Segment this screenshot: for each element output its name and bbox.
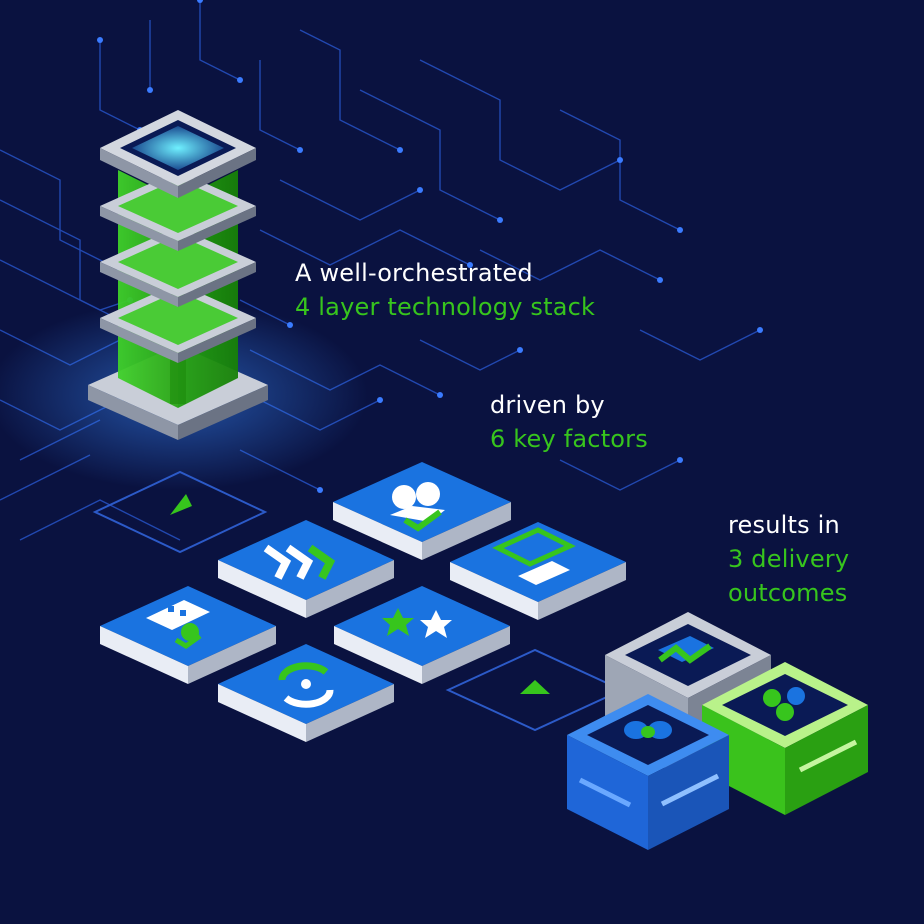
green-box-slot — [798, 739, 858, 773]
factor-tile-building — [100, 586, 276, 684]
factor-tile-user — [333, 462, 511, 560]
wave-chart-icon — [658, 636, 714, 664]
building-check-icon — [146, 600, 210, 649]
stack-caption-line2: 4 layer technology stack — [295, 293, 596, 321]
arrow-marker-right — [520, 680, 550, 694]
stack-layer-2 — [100, 227, 256, 307]
stack-layer-3 — [100, 171, 256, 251]
outcomes-caption-line2a: 3 delivery — [728, 545, 850, 573]
technology-stack — [88, 110, 268, 440]
blue-box-slot-left — [578, 777, 632, 808]
stack-layer-1 — [100, 283, 256, 363]
factors-caption: driven by 6 key factors — [490, 388, 648, 456]
factor-tile-chat — [450, 522, 626, 620]
hexagon-cluster-icon — [763, 687, 805, 721]
factor-tile-chevrons — [218, 520, 394, 618]
arrow-marker-left — [170, 494, 192, 515]
stack-caption: A well-orchestrated 4 layer technology s… — [295, 256, 595, 324]
user-check-icon — [390, 482, 445, 532]
chevrons-icon — [263, 544, 336, 580]
stack-caption-line1: A well-orchestrated — [295, 259, 533, 287]
outcomes-caption: results in 3 delivery outcomes — [728, 508, 849, 610]
blue-box-slot-right — [660, 773, 720, 807]
factors-caption-line1: driven by — [490, 391, 605, 419]
stars-icon — [382, 608, 452, 638]
empty-platform-left — [92, 470, 268, 554]
outcomes-caption-line1: results in — [728, 511, 840, 539]
outcome-box-green — [702, 662, 868, 815]
glowing-screen-icon — [132, 126, 224, 170]
chat-screen-icon — [492, 527, 576, 585]
outcomes-caption-line2b: outcomes — [728, 579, 848, 607]
stack-layer-4-top — [100, 110, 256, 198]
factors-caption-line2: 6 key factors — [490, 425, 648, 453]
factor-tile-stars — [334, 586, 510, 684]
refresh-icon — [278, 662, 334, 708]
factor-tile-refresh — [218, 644, 394, 742]
outcome-box-blue — [567, 694, 729, 850]
linked-rings-icon — [624, 721, 672, 739]
